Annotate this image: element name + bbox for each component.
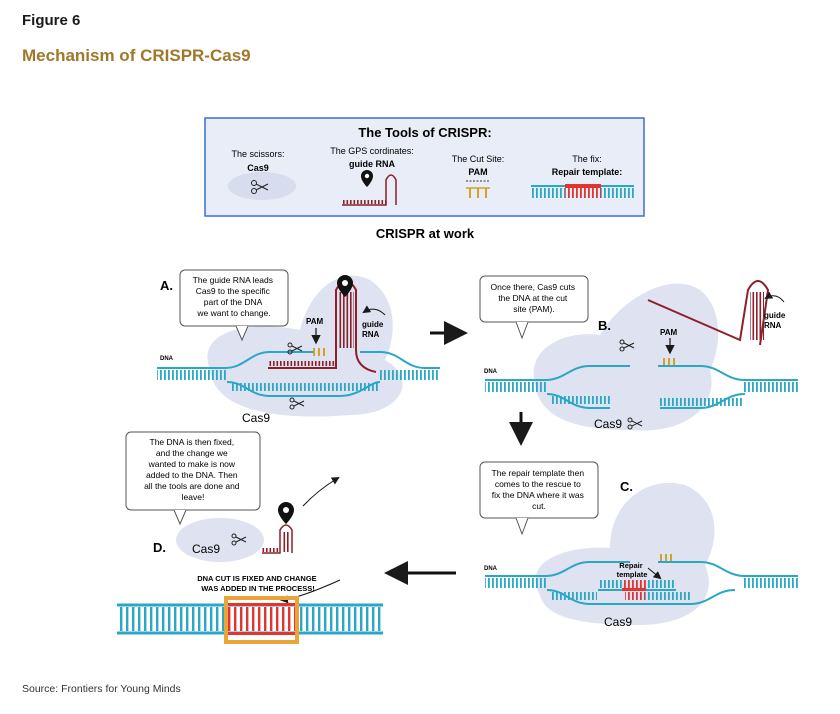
panel-a-dna-label: DNA [160,356,174,362]
fix-label: The fix: [572,154,602,164]
panel-b: Once there, Cas9 cuts the DNA at the cut… [479,275,798,431]
panel-c: The repair template then comes to the re… [479,461,798,629]
panel-a: A. The guide RNA leads Cas9 to the speci… [157,269,440,425]
panel-c-letter: C. [620,479,633,494]
panel-a-pam: PAM [306,317,324,326]
panel-a-scissors-icon-2 [289,397,305,410]
panel-b-letter: B. [598,318,611,333]
cut-site-label: The Cut Site: [452,154,505,164]
repair-template-tool-icon [531,184,634,198]
tools-box [204,117,645,217]
pam-name: PAM [468,167,487,177]
tools-heading: The Tools of CRISPR: [358,125,491,140]
panel-b-scissors-icon-2 [627,417,643,430]
panel-c-repair-label: Repair template [617,561,648,579]
panel-a-bubble: The guide RNA leads Cas9 to the specific… [193,275,276,318]
work-heading: CRISPR at work [376,226,475,241]
panel-b-pam: PAM [660,328,678,337]
scissors-icon [251,180,269,194]
panel-b-scissors-icon [619,339,635,352]
panel-d-fixed-label: DNA CUT IS FIXED AND CHANGE WAS ADDED IN… [197,574,319,593]
panel-a-cas9: Cas9 [242,411,270,425]
panel-c-bubble: The repair template then comes to the re… [492,468,587,511]
panel-b-bubble: Once there, Cas9 cuts the DNA at the cut… [491,282,578,314]
panel-d-cas9: Cas9 [192,542,220,556]
panel-a-letter: A. [160,278,173,293]
panel-d-bubble: The DNA is then fixed, and the change we… [144,437,242,502]
panel-d: The DNA is then fixed, and the change we… [117,431,383,644]
pam-tool-icon [466,180,490,198]
panel-b-dna-label: DNA [484,369,498,375]
fixed-highlight-box [224,596,299,644]
gps-name: guide RNA [349,159,395,169]
repair-template-name: Repair template: [552,167,623,177]
panel-d-letter: D. [153,540,166,555]
cas9-tool-blob [228,172,296,200]
panel-b-cas9: Cas9 [594,417,622,431]
guide-rna-tool-icon [342,170,397,206]
figure-source: Source: Frontiers for Young Minds [22,683,181,695]
panel-a-scissors-icon [287,342,303,355]
panel-c-cas9: Cas9 [604,615,632,629]
panel-c-dna-label: DNA [484,566,498,572]
figure-label: Figure 6 [22,12,81,29]
panel-d-scissors-icon [231,533,247,546]
gps-label: The GPS cordinates: [330,146,414,156]
scissors-label: The scissors: [231,149,284,159]
scissors-name: Cas9 [247,163,269,173]
figure-title: Mechanism of CRISPR-Cas9 [22,46,251,65]
